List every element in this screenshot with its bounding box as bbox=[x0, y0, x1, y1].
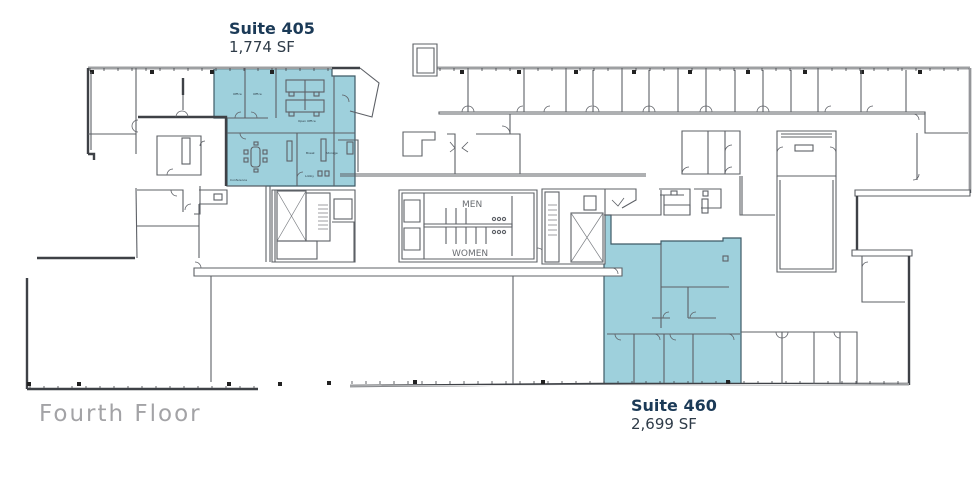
svg-text:Open Office: Open Office bbox=[298, 119, 316, 123]
column-marker bbox=[227, 382, 231, 386]
svg-text:Conference: Conference bbox=[230, 178, 247, 182]
column-marker bbox=[413, 380, 417, 384]
north-center bbox=[332, 66, 380, 172]
restroom-women-label: WOMEN bbox=[452, 249, 488, 259]
column-marker bbox=[27, 382, 31, 386]
structural-columns bbox=[27, 70, 922, 386]
svg-text:Office: Office bbox=[253, 92, 262, 96]
column-marker bbox=[688, 70, 692, 74]
column-marker bbox=[270, 70, 274, 74]
column-marker bbox=[517, 70, 521, 74]
center-rooms bbox=[402, 130, 837, 273]
svg-text:Storage: Storage bbox=[326, 151, 338, 155]
column-marker bbox=[210, 70, 214, 74]
exterior-walls bbox=[25, 66, 972, 391]
floor-title: Fourth Floor bbox=[39, 401, 202, 427]
suite-460-area-text: 2,699 SF bbox=[631, 415, 697, 433]
column-marker bbox=[574, 70, 578, 74]
column-marker bbox=[746, 70, 750, 74]
column-marker bbox=[918, 70, 922, 74]
east-wing bbox=[739, 176, 905, 384]
column-marker bbox=[803, 70, 807, 74]
column-marker bbox=[860, 70, 864, 74]
suite-460-area[interactable] bbox=[603, 214, 742, 385]
column-marker bbox=[541, 380, 545, 384]
column-marker bbox=[278, 382, 282, 386]
column-marker bbox=[632, 70, 636, 74]
suite-405-area-text: 1,774 SF bbox=[229, 38, 295, 56]
suite-460-label[interactable]: Suite 460 2,699 SF bbox=[631, 398, 717, 432]
suite-460-name: Suite 460 bbox=[631, 396, 717, 415]
suite-460-interior bbox=[604, 190, 740, 383]
column-marker bbox=[726, 380, 730, 384]
column-marker bbox=[90, 70, 94, 74]
stair-elevator-cores bbox=[271, 188, 722, 265]
column-marker bbox=[150, 70, 154, 74]
svg-text:Lobby: Lobby bbox=[305, 174, 314, 178]
column-marker bbox=[460, 70, 464, 74]
suite-405-name: Suite 405 bbox=[229, 19, 315, 38]
svg-text:Office: Office bbox=[233, 92, 242, 96]
suite-405-label[interactable]: Suite 405 1,774 SF bbox=[229, 21, 315, 55]
west-wing bbox=[88, 68, 623, 384]
column-marker bbox=[327, 381, 331, 385]
svg-text:Break: Break bbox=[306, 151, 315, 155]
column-marker bbox=[77, 382, 81, 386]
restroom-men-label: MEN bbox=[462, 200, 482, 210]
north-offices bbox=[340, 43, 968, 181]
restroom-core: MEN WOMEN bbox=[398, 189, 546, 263]
suite-405-interior: Office Office Open Office Break Storage … bbox=[227, 68, 355, 186]
